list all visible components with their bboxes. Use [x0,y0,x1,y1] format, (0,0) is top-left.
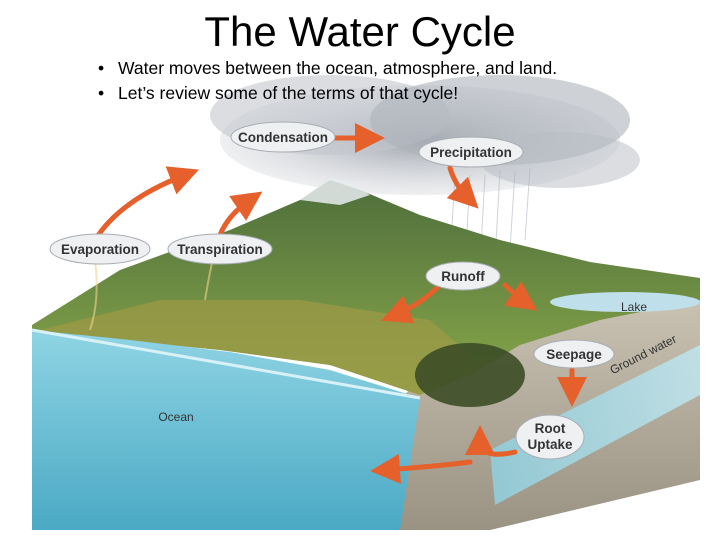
label-evaporation: Evaporation [50,234,150,264]
label-transpiration: Transpiration [168,234,272,264]
bullet-text: Let’s review some of the terms of that c… [118,83,458,103]
svg-text:Evaporation: Evaporation [61,242,139,257]
label-condensation: Condensation [231,122,335,152]
forest [415,343,525,407]
bullet-list: •Water moves between the ocean, atmosphe… [98,56,557,106]
bullet-item: •Let’s review some of the terms of that … [98,81,557,106]
svg-text:Root: Root [535,421,566,436]
svg-text:Precipitation: Precipitation [430,145,512,160]
svg-text:Uptake: Uptake [527,437,573,452]
label-runoff: Runoff [426,262,500,290]
svg-text:Condensation: Condensation [238,130,328,145]
evaporation-arrow [95,175,185,240]
bullet-icon: • [98,81,118,106]
svg-text:Runoff: Runoff [441,269,485,284]
bullet-text: Water moves between the ocean, atmospher… [118,58,557,78]
ocean-label: Ocean [158,410,193,424]
bullet-item: •Water moves between the ocean, atmosphe… [98,56,557,81]
slide-title: The Water Cycle [0,8,720,56]
bullet-icon: • [98,56,118,81]
label-root-uptake: Root Uptake [516,415,584,459]
svg-text:Transpiration: Transpiration [177,242,263,257]
lake-label: Lake [621,300,647,314]
label-seepage: Seepage [534,340,614,368]
label-precipitation: Precipitation [419,137,523,167]
svg-text:Seepage: Seepage [546,347,602,362]
